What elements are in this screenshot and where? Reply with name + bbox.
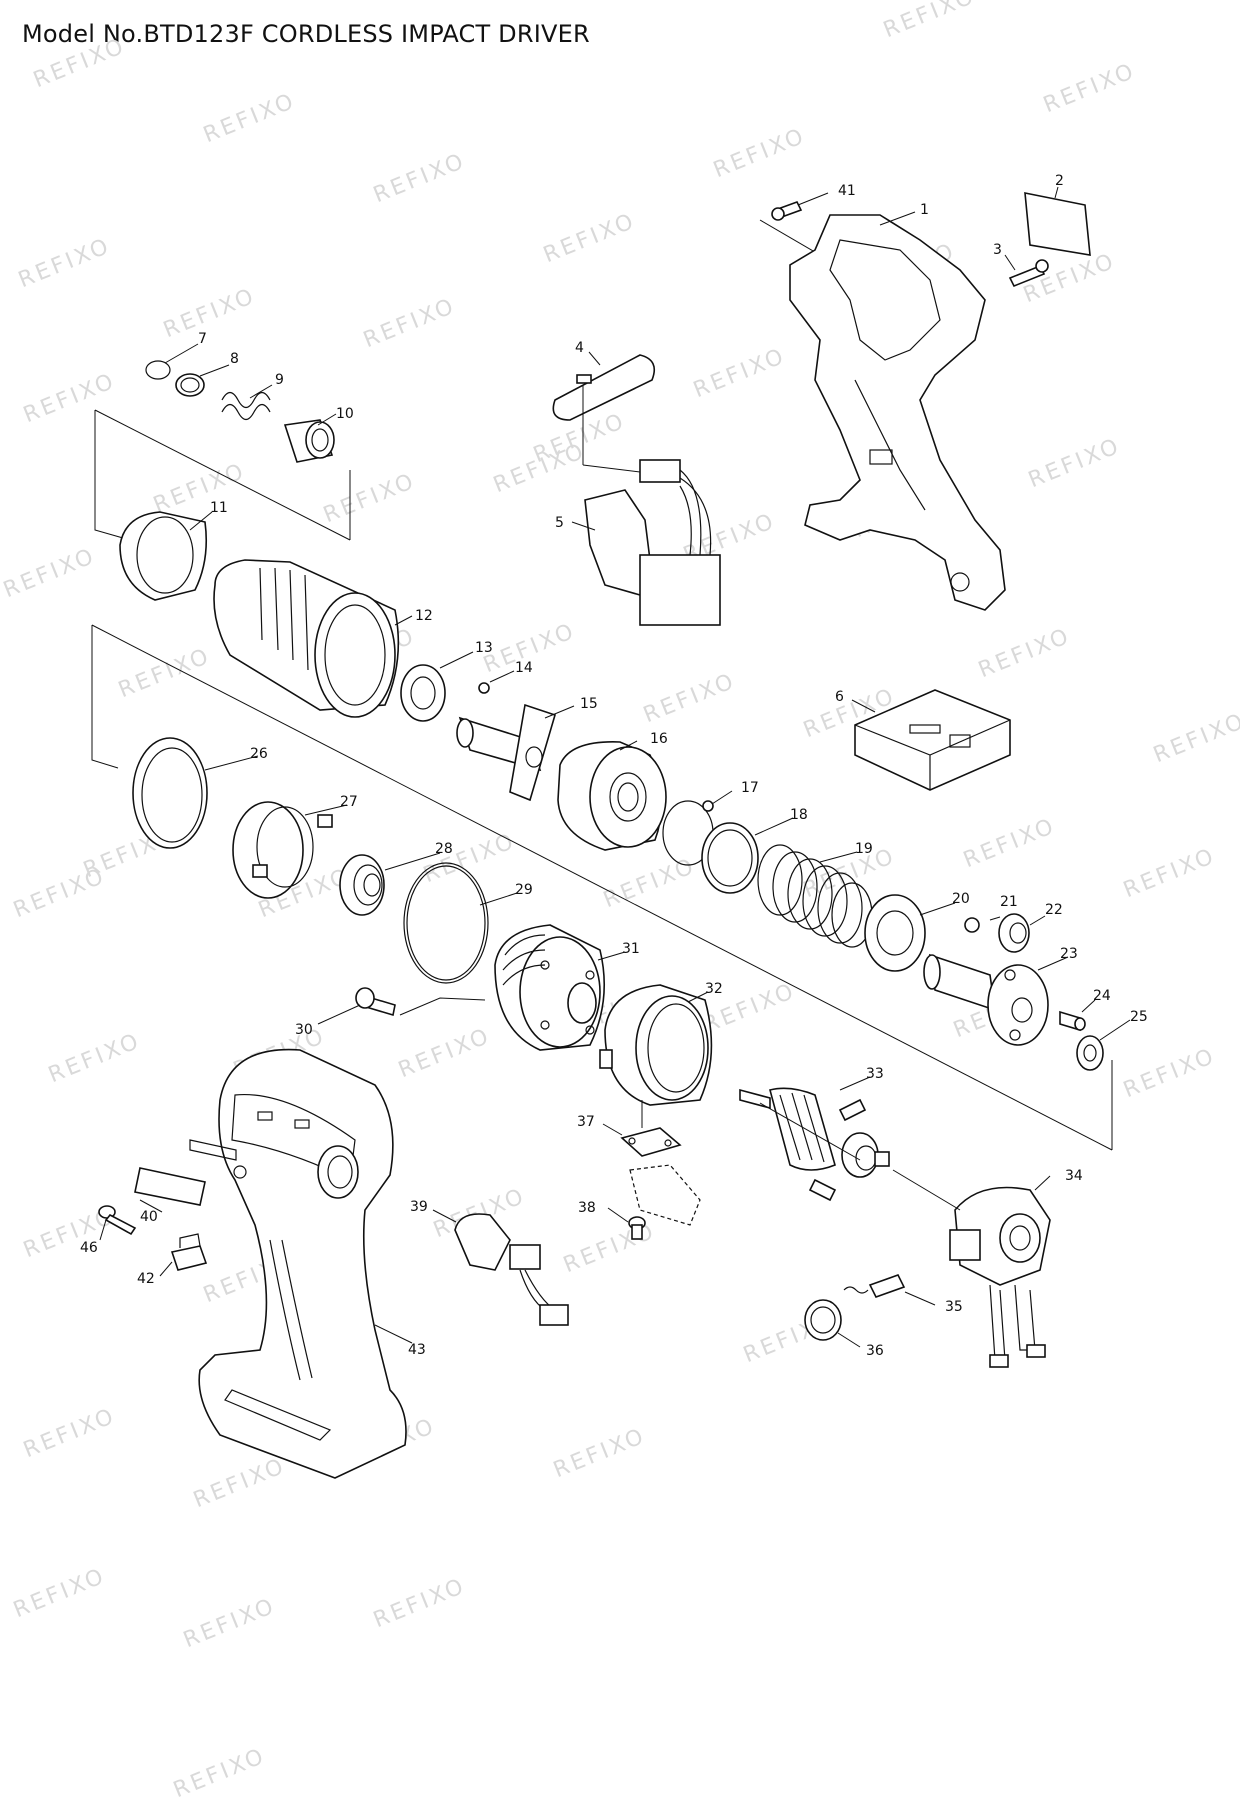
part-24-pin — [1059, 1010, 1086, 1032]
part-39-led-circuit — [454, 1213, 569, 1326]
part-18-flat-washer — [701, 822, 759, 894]
callout-8: 8 — [230, 351, 239, 367]
callout-22: 22 — [1045, 902, 1063, 918]
part-25-flat-washer — [1076, 1035, 1104, 1071]
callout-20: 20 — [952, 891, 970, 907]
part-4-lever — [552, 354, 656, 473]
part-34-brush-holder — [949, 1186, 1051, 1368]
callout-6: 6 — [835, 689, 844, 705]
part-38-screw — [628, 1216, 646, 1240]
part-40-name-plate — [134, 1167, 206, 1206]
callout-42: 42 — [137, 1271, 155, 1287]
callout-21: 21 — [1000, 894, 1018, 910]
part-36-brush-cap — [804, 1299, 842, 1341]
part-1-housing-cover — [789, 214, 1006, 611]
part-21-steel-ball — [964, 917, 980, 933]
callout-9: 9 — [275, 372, 284, 388]
part-13-washer — [400, 664, 446, 722]
page-title: Model No.BTD123F CORDLESS IMPACT DRIVER — [22, 20, 590, 48]
part-6-terminal-plate — [854, 689, 1011, 791]
callout-14: 14 — [515, 660, 533, 676]
callout-12: 12 — [415, 608, 433, 624]
callout-labels: 41 1 2 3 7 8 9 10 4 5 11 12 13 14 15 16 … — [80, 173, 1148, 1359]
callout-32: 32 — [705, 981, 723, 997]
part-26-o-ring — [132, 737, 208, 849]
part-5-switch — [584, 459, 721, 626]
callout-3: 3 — [993, 242, 1002, 258]
callout-17: 17 — [741, 780, 759, 796]
part-32-magnet-housing — [599, 984, 713, 1106]
part-14-steel-ball — [478, 682, 490, 694]
callout-37: 37 — [577, 1114, 595, 1130]
callout-11: 11 — [210, 500, 228, 516]
callout-46: 46 — [80, 1240, 98, 1256]
part-10-sleeve — [283, 419, 335, 463]
callout-27: 27 — [340, 794, 358, 810]
callout-36: 36 — [866, 1343, 884, 1359]
callout-16: 16 — [650, 731, 668, 747]
part-23-spindle — [923, 953, 1049, 1046]
part-11-cap-nut — [119, 511, 208, 601]
part-3-screw — [1008, 259, 1049, 288]
callout-35: 35 — [945, 1299, 963, 1315]
callout-39: 39 — [410, 1199, 428, 1215]
callout-18: 18 — [790, 807, 808, 823]
callout-13: 13 — [475, 640, 493, 656]
part-22-spur-gear — [998, 913, 1030, 953]
callout-31: 31 — [622, 941, 640, 957]
callout-28: 28 — [435, 841, 453, 857]
part-16-hammer — [557, 741, 667, 851]
part-27-ring — [232, 801, 333, 899]
callout-10: 10 — [336, 406, 354, 422]
callout-15: 15 — [580, 696, 598, 712]
part-29-o-ring — [403, 862, 489, 984]
callout-24: 24 — [1093, 988, 1111, 1004]
callout-23: 23 — [1060, 946, 1078, 962]
callout-4: 4 — [575, 340, 584, 356]
part-43-housing-set — [189, 1048, 407, 1479]
callout-41: 41 — [838, 183, 856, 199]
callout-7: 7 — [198, 331, 207, 347]
callout-19: 19 — [855, 841, 873, 857]
callout-38: 38 — [578, 1200, 596, 1216]
part-41-screw — [771, 201, 803, 221]
part-7-retaining-ring — [145, 360, 171, 380]
part-20-washer — [864, 894, 926, 972]
part-42-hook — [170, 1233, 208, 1271]
callout-29: 29 — [515, 882, 533, 898]
callout-1: 1 — [920, 202, 929, 218]
part-12-hammer-case — [213, 559, 400, 718]
callout-33: 33 — [866, 1066, 884, 1082]
exploded-parts-drawing: 41 1 2 3 7 8 9 10 4 5 11 12 13 14 15 16 … — [80, 173, 1148, 1479]
callout-2: 2 — [1055, 173, 1064, 189]
callout-30: 30 — [295, 1022, 313, 1038]
callout-5: 5 — [555, 515, 564, 531]
part-9-spring — [221, 391, 271, 421]
callout-40: 40 — [140, 1209, 158, 1225]
callout-26: 26 — [250, 746, 268, 762]
callout-25: 25 — [1130, 1009, 1148, 1025]
callout-34: 34 — [1065, 1168, 1083, 1184]
part-2-label — [1024, 192, 1091, 256]
part-37-plate — [620, 1100, 701, 1226]
part-30-screw — [355, 987, 486, 1017]
part-19-compression-spring — [757, 844, 873, 948]
part-31-gear-housing — [494, 924, 605, 1051]
part-33-rotor — [739, 1087, 890, 1202]
part-8-ring — [175, 373, 205, 397]
callout-43: 43 — [408, 1342, 426, 1358]
part-15-anvil — [456, 703, 556, 802]
part-46-screw — [98, 1205, 137, 1236]
callout-leaders — [99, 186, 1131, 1348]
part-35-carbon-brush — [843, 1274, 906, 1298]
part-28-ball-bearing — [339, 854, 385, 916]
